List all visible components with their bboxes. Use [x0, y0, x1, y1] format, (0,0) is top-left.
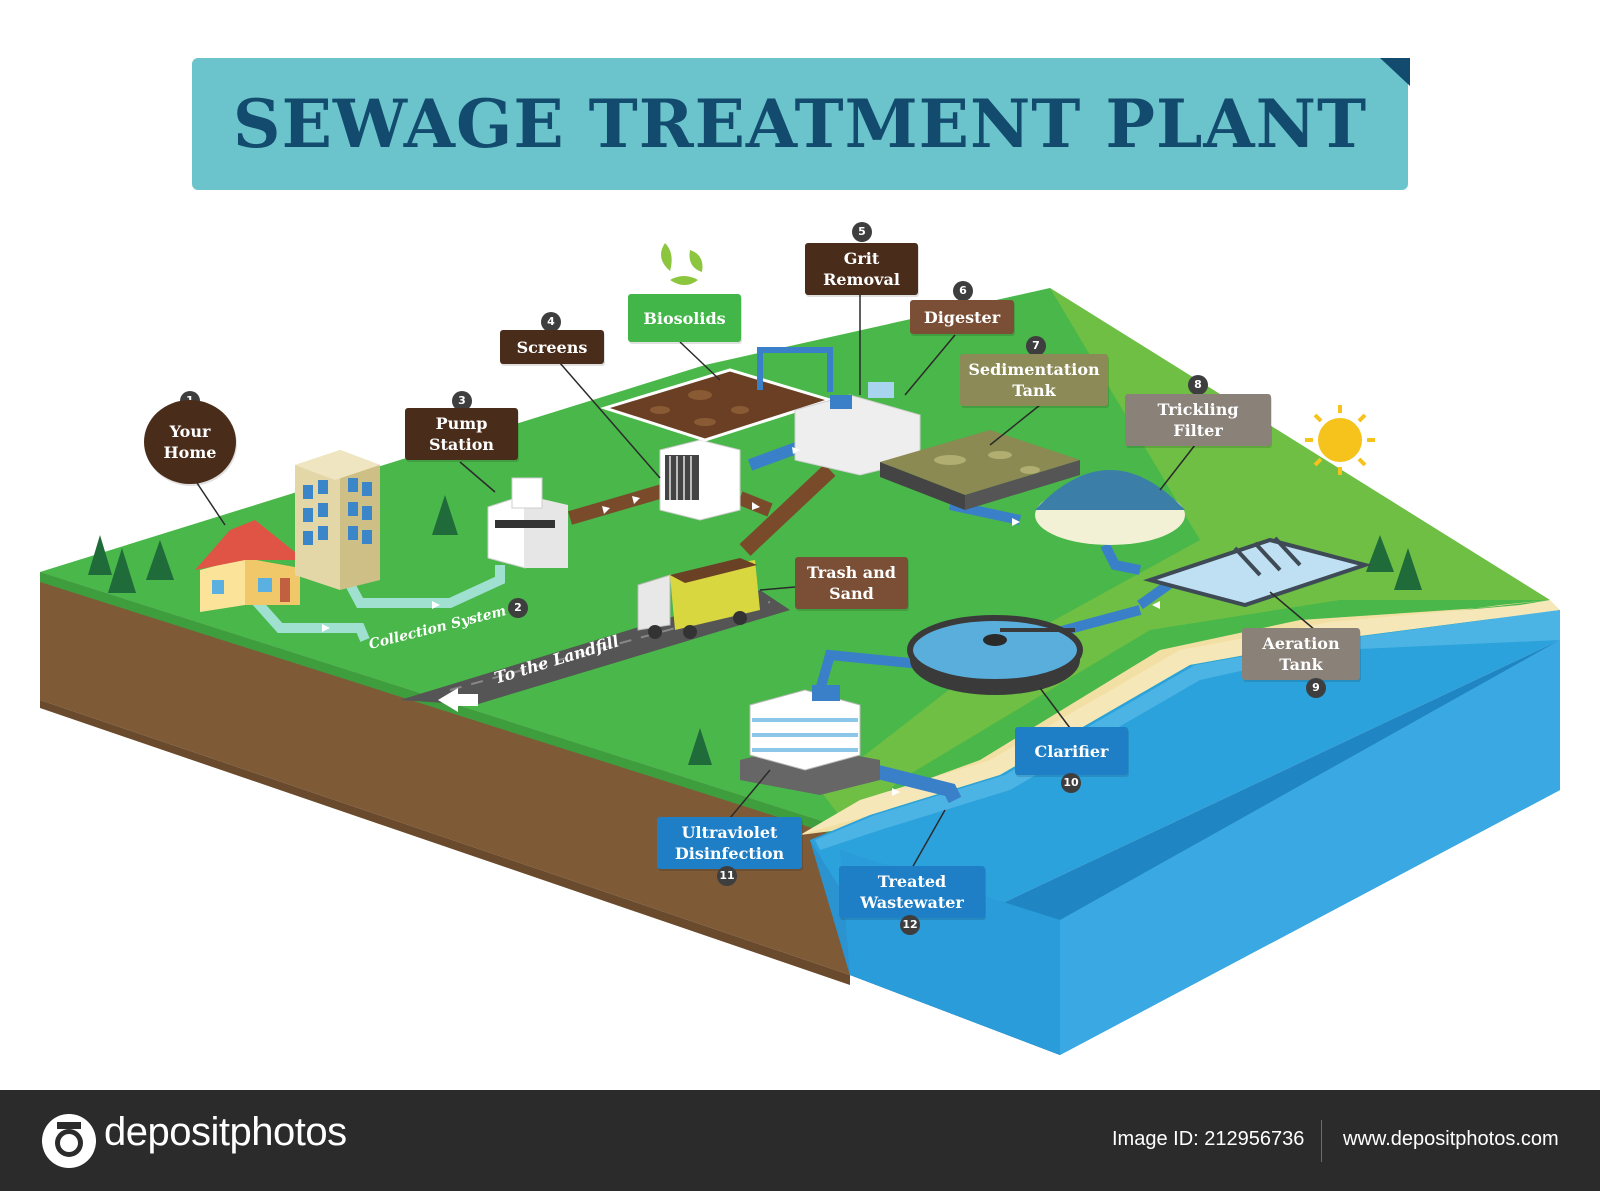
step-number-8: 8 [1188, 375, 1208, 395]
title-banner [192, 58, 1408, 190]
screens-icon [659, 439, 741, 521]
screens-label: Screens [500, 330, 604, 364]
your-home-label: Your Home [144, 400, 236, 484]
plant-illustration [40, 243, 1560, 1055]
step-number-9: 9 [1306, 678, 1326, 698]
treated-wastewater-label: Treated Wastewater [839, 866, 985, 918]
uv-disinfection-icon [740, 685, 880, 795]
step-number-6: 6 [953, 281, 973, 301]
leader-lines [194, 295, 1316, 869]
pump-station-icon [487, 477, 568, 569]
banner-fold-icon [1380, 58, 1410, 86]
sedimentation-tank-icon [880, 430, 1080, 510]
water-surface [810, 610, 1560, 975]
trickling-filter-label: Trickling Filter [1125, 394, 1271, 446]
sedimentation-tank-label: Sedimentation Tank [960, 354, 1108, 406]
grit-removal-label: Grit Removal [805, 243, 918, 295]
step-number-10: 10 [1061, 773, 1081, 793]
landfill-arrow-icon [438, 688, 478, 712]
tree-icons [88, 495, 1422, 765]
camera-logo-icon [42, 1114, 96, 1168]
trickling-filter-icon [1035, 470, 1185, 545]
step-number-7: 7 [1026, 336, 1046, 356]
sun-icon [1305, 405, 1375, 475]
trash-and-sand-label: Trash and Sand [795, 557, 908, 609]
step-number-12: 12 [900, 915, 920, 935]
apartment-building-icon [295, 450, 380, 590]
aeration-tank-label: Aeration Tank [1242, 628, 1360, 680]
uv-disinfection-label: Ultraviolet Disinfection [657, 817, 802, 869]
footer-bar [0, 1090, 1600, 1191]
footer-url[interactable]: www.depositphotos.com [1343, 1128, 1559, 1150]
page-title: SEWAGE TREATMENT PLANT [232, 85, 1368, 163]
digester-label: Digester [910, 300, 1014, 334]
step-number-11: 11 [717, 866, 737, 886]
step-number-4: 4 [541, 312, 561, 332]
footer-image-id: Image ID: 212956736 [1112, 1128, 1305, 1150]
house-icon [195, 520, 305, 612]
truck-icon [637, 558, 760, 639]
step-number-2: 2 [508, 598, 528, 618]
flow-arrows [322, 447, 1160, 796]
footer-separator [1321, 1120, 1322, 1162]
clarifier-icon [907, 615, 1083, 695]
clarifier-label: Clarifier [1015, 727, 1128, 775]
aeration-tank-icon [1142, 536, 1373, 608]
recycle-leaf-icon [661, 243, 703, 285]
soil-side [40, 572, 850, 975]
biosolids-label: Biosolids [628, 294, 741, 342]
pump-station-label: Pump Station [405, 408, 518, 460]
footer-brand: depositphotos [104, 1110, 347, 1154]
step-number-3: 3 [452, 391, 472, 411]
step-number-5: 5 [852, 222, 872, 242]
